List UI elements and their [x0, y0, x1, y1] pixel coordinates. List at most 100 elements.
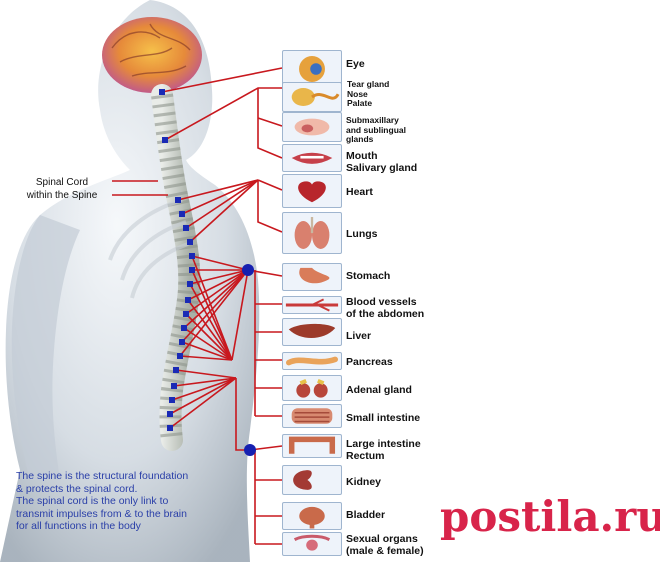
organ-icon-box-heart	[282, 174, 342, 208]
organ-icon-box-stomach	[282, 263, 342, 291]
bladder-icon	[299, 506, 325, 529]
organ-icon-box-lungs	[282, 212, 342, 254]
heart-icon	[298, 181, 326, 203]
spine-segment-marker	[179, 211, 185, 217]
organ-label-pancreas: Pancreas	[346, 356, 393, 368]
submaxillary-gland-icon	[294, 118, 330, 136]
spine-segment-marker	[171, 383, 177, 389]
organ-icon-box-bladder	[282, 502, 342, 530]
abdominal-nerve	[191, 255, 249, 271]
lower-nerve	[171, 377, 237, 401]
mouth-icon	[291, 152, 333, 164]
nerve-junction	[242, 264, 254, 276]
abdominal-nerve	[185, 313, 233, 361]
lower-nerve	[169, 377, 237, 429]
organ-label-lungs: Lungs	[346, 228, 378, 240]
organ-label-stomach: Stomach	[346, 270, 391, 282]
stomach-icon	[299, 267, 330, 284]
blood-vessel-icon	[285, 298, 339, 312]
tear-gland-icon	[291, 88, 340, 106]
spinal-cord-label: Spinal Cord within the Spine	[26, 177, 98, 201]
organ-icon-box-small	[282, 404, 342, 428]
heart-nerve	[185, 179, 259, 229]
organ-icon-box-blood	[282, 296, 342, 314]
organ-icon-box-kidney	[282, 465, 342, 495]
spine-segment-marker	[177, 353, 183, 359]
organ-icon-box-submax	[282, 112, 342, 142]
spine-segment-marker	[183, 225, 189, 231]
abdominal-nerve	[191, 255, 233, 361]
abdominal-nerve	[179, 355, 233, 361]
pancreas-icon	[286, 356, 338, 366]
sexual-organs-icon	[293, 534, 331, 551]
heart-nerve	[181, 179, 259, 215]
heart-nerve	[189, 179, 259, 243]
lungs-icon	[294, 217, 330, 249]
spine-segment-marker	[187, 281, 193, 287]
organ-label-kidney: Kidney	[346, 476, 382, 488]
abdominal-nerve	[179, 269, 249, 357]
tear-nerve	[164, 87, 282, 141]
organ-icon-box-pancreas	[282, 352, 342, 370]
organ-label-blood: Blood vessels of the abdomen	[346, 296, 425, 320]
spine-segment-marker	[173, 367, 179, 373]
organ-label-eye: Eye	[346, 58, 365, 70]
abdominal-nerve	[181, 341, 233, 361]
organ-icon-box-mouth	[282, 144, 342, 172]
lungs-link	[257, 180, 283, 233]
small-intestine-icon	[291, 408, 333, 424]
abdominal-nerve	[189, 269, 249, 285]
organ-icon-box-adrenal	[282, 375, 342, 401]
spine-caption: The spine is the structural foundation &…	[16, 470, 189, 532]
spine-segment-marker	[185, 297, 191, 303]
lower-trunk	[235, 378, 250, 451]
organ-label-adrenal: Adenal gland	[346, 384, 412, 396]
abdominal-nerve	[185, 269, 249, 315]
organ-label-mouth: Mouth Salivary gland	[346, 150, 418, 174]
organ-label-small: Small intestine	[346, 412, 421, 424]
mouth-nerve	[257, 88, 283, 159]
abdominal-nerve	[181, 269, 249, 343]
liver-icon	[288, 323, 336, 339]
watermark: postila.ru	[440, 492, 660, 541]
organ-label-large: Large intestine Rectum	[346, 438, 421, 462]
organ-label-liver: Liver	[346, 330, 372, 342]
abdominal-nerve	[189, 283, 233, 361]
abdominal-nerve	[183, 269, 249, 329]
spine-segment-marker	[162, 137, 168, 143]
organ-label-submax: Submaxillary and sublingual glands	[346, 115, 406, 144]
organ-icon-box-sexual	[282, 532, 342, 556]
adrenal-gland-icon	[296, 378, 328, 398]
spine-segment-marker	[169, 397, 175, 403]
arm-silhouette	[11, 215, 80, 480]
spine-segment-marker	[167, 425, 173, 431]
spine-segment-marker	[189, 253, 195, 259]
organ-icon-box-tear	[282, 82, 342, 112]
nerve-junction	[244, 444, 256, 456]
organ-label-bladder: Bladder	[346, 509, 386, 521]
lower-nerve	[175, 369, 237, 379]
heart-link	[257, 179, 283, 191]
spine-segment-marker	[175, 197, 181, 203]
kidney-icon	[293, 470, 312, 490]
organ-label-tear: Tear gland Nose Palate	[347, 79, 390, 108]
organ-label-heart: Heart	[346, 186, 373, 198]
organ-icon-box-liver	[282, 318, 342, 346]
large-intestine-icon	[288, 436, 336, 454]
lower-nerve	[169, 377, 237, 415]
eye-nerve	[161, 67, 283, 93]
organ-label-sexual: Sexual organs (male & female)	[346, 533, 424, 557]
spine-segment-marker	[159, 89, 165, 95]
abdominal-nerve	[187, 269, 249, 301]
body-silhouette	[0, 0, 260, 562]
spine-segment-marker	[189, 267, 195, 273]
abdominal-nerve	[183, 327, 233, 361]
spine-segment-marker	[183, 311, 189, 317]
spine-segment-marker	[181, 325, 187, 331]
eye-icon	[299, 56, 325, 82]
abdominal-trunk	[231, 269, 249, 361]
organ-icon-box-large	[282, 434, 342, 458]
organ-icon-box-eye	[282, 50, 342, 88]
